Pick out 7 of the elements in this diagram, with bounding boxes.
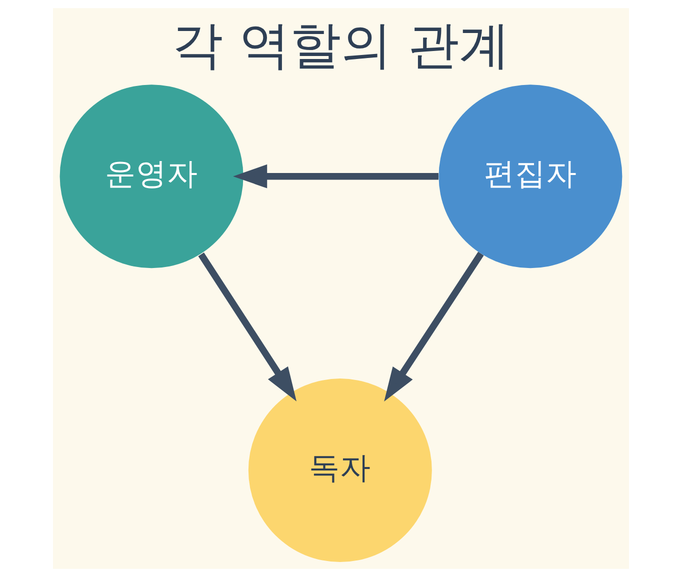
arrow bbox=[233, 164, 438, 188]
arrow bbox=[384, 252, 484, 402]
arrow bbox=[198, 252, 297, 402]
diagram-title: 각 역할의 관계 bbox=[172, 16, 510, 76]
node-circle: 독자 bbox=[248, 378, 432, 562]
node-circle: 편집자 bbox=[438, 84, 622, 268]
node-circle: 운영자 bbox=[60, 84, 244, 268]
